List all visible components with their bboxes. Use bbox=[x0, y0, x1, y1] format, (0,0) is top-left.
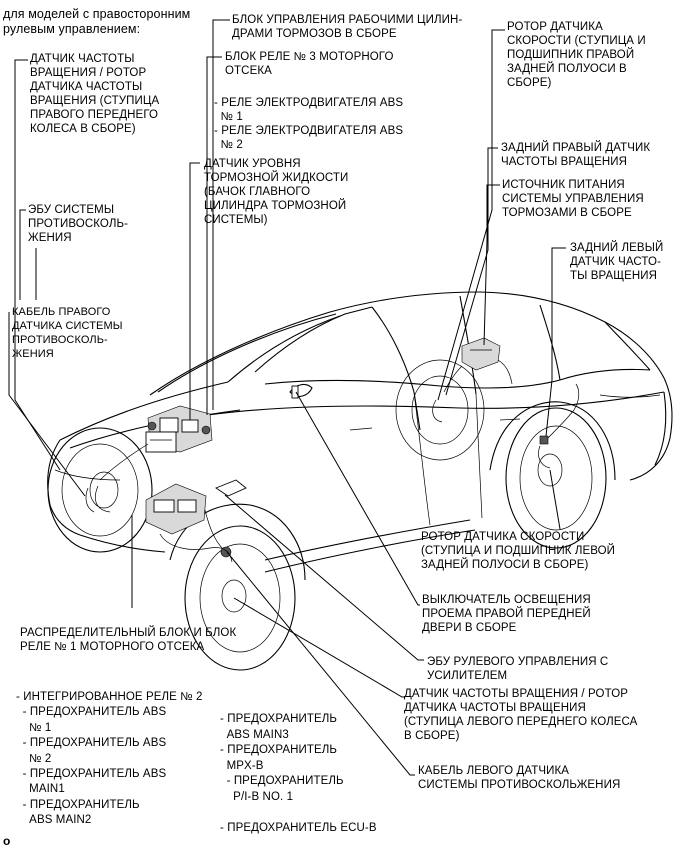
label-front-left-speed-sensor: ДАТЧИК ЧАСТОТЫ ВРАЩЕНИЯ / РОТОР ДАТЧИКА … bbox=[404, 688, 638, 742]
label-door-courtesy-switch: ВЫКЛЮЧАТЕЛЬ ОСВЕЩЕНИЯ ПРОЕМА ПРАВОЙ ПЕРЕ… bbox=[422, 594, 591, 634]
rear-left-sensor-wiring bbox=[538, 383, 580, 469]
label-abs-motor-relays: - РЕЛЕ ЭЛЕКТРОДВИГАТЕЛЯ ABS № 1 - РЕЛЕ Э… bbox=[214, 97, 404, 151]
skid-ecu-part bbox=[215, 479, 247, 497]
label-relay-block-3: БЛОК РЕЛЕ № 3 МОТОРНОГО ОТСЕКА bbox=[225, 51, 394, 77]
label-skid-control-ecu: ЭБУ СИСТЕМЫ ПРОТИВОСКОЛЬ- ЖЕНИЯ bbox=[28, 204, 129, 244]
label-right-sensor-cable: КАБЕЛЬ ПРАВОГО ДАТЧИКА СИСТЕМЫ ПРОТИВОСК… bbox=[12, 306, 123, 360]
label-brake-actuator: БЛОК УПРАВЛЕНИЯ РАБОЧИМИ ЦИЛИН- ДРАМИ ТО… bbox=[232, 14, 463, 40]
label-brake-fluid-level-sensor: ДАТЧИК УРОВНЯ ТОРМОЗНОЙ ЖИДКОСТИ (БАЧОК … bbox=[204, 158, 349, 226]
label-left-sensor-cable: КАБЕЛЬ ЛЕВОГО ДАТЧИКА СИСТЕМЫ ПРОТИВОСКО… bbox=[418, 765, 621, 791]
door-switch-part bbox=[291, 385, 299, 399]
label-rear-right-speed-sensor: ЗАДНИЙ ПРАВЫЙ ДАТЧИК ЧАСТОТЫ ВРАЩЕНИЯ bbox=[501, 142, 651, 168]
label-eps-ecu: ЭБУ РУЛЕВОГО УПРАВЛЕНИЯ С УСИЛИТЕЛЕМ bbox=[427, 656, 609, 682]
rear-left-wheel bbox=[489, 401, 616, 549]
front-right-wheel bbox=[47, 427, 153, 553]
rear-right-wheel bbox=[395, 359, 485, 461]
figure-code: o bbox=[3, 834, 11, 848]
label-rear-left-speed-sensor: ЗАДНИЙ ЛЕВЫЙ ДАТЧИК ЧАСТО- ТЫ ВРАЩЕНИЯ bbox=[570, 242, 664, 282]
label-rear-left-rotor: РОТОР ДАТЧИКА СКОРОСТИ (СТУПИЦА И ПОДШИП… bbox=[421, 531, 616, 571]
label-junction-relay-block-1: РАСПРЕДЕЛИТЕЛЬНЫЙ БЛОК И БЛОК РЕЛЕ № 1 М… bbox=[20, 627, 237, 653]
label-additional-fuses: - ПРЕДОХРАНИТЕЛЬ ABS MAIN3 - ПРЕДОХРАНИТ… bbox=[220, 713, 377, 835]
front-left-wheel bbox=[169, 503, 306, 671]
model-note: для моделей с правосторонним рулевым упр… bbox=[3, 7, 191, 36]
label-rear-right-rotor: РОТОР ДАТЧИКА СКОРОСТИ (СТУПИЦА И ПОДШИП… bbox=[507, 21, 646, 89]
label-brake-power-supply: ИСТОЧНИК ПИТАНИЯ СИСТЕМЫ УПРАВЛЕНИЯ ТОРМ… bbox=[502, 179, 644, 219]
leader-lines bbox=[8, 19, 566, 776]
label-front-right-speed-sensor: ДАТЧИК ЧАСТОТЫ ВРАЩЕНИЯ / РОТОР ДАТЧИКА … bbox=[30, 53, 160, 135]
rear-right-sensor-wiring bbox=[432, 359, 513, 423]
label-integrated-relay-fuses: - ИНТЕГРИРОВАННОЕ РЕЛЕ № 2 - ПРЕДОХРАНИТ… bbox=[16, 691, 203, 827]
relay-block-3-part bbox=[145, 431, 177, 453]
junction-block-part bbox=[145, 483, 207, 535]
